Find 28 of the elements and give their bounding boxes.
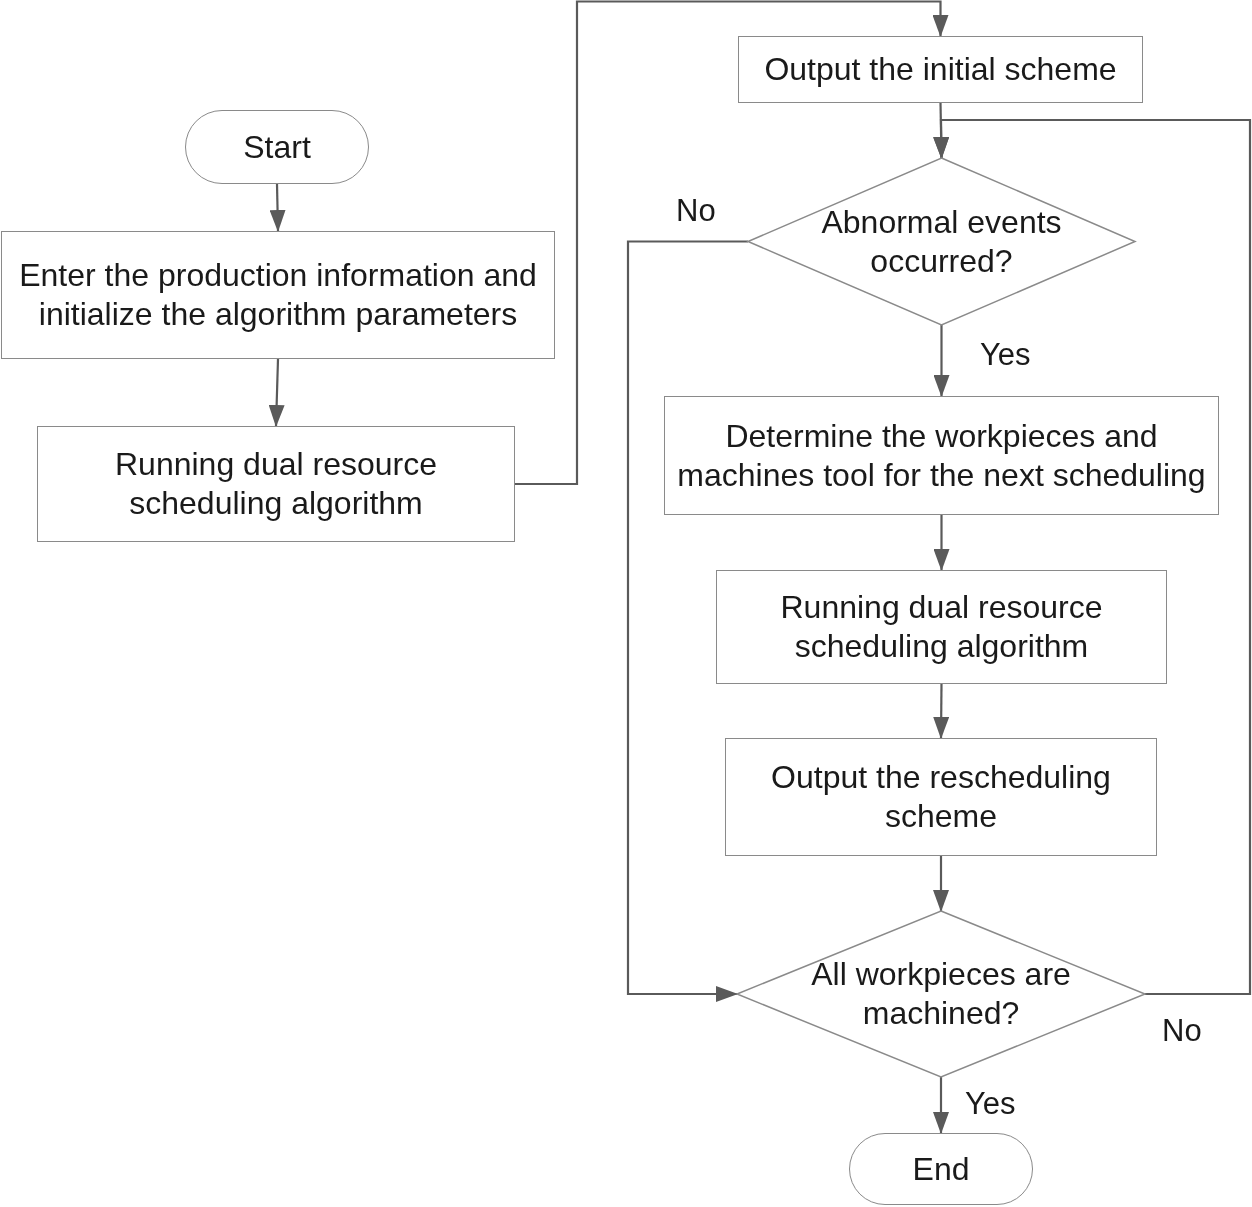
- node-label: Start: [243, 127, 311, 167]
- arrow: [626, 240, 748, 1002]
- process-box: [664, 396, 1219, 515]
- process-box: [738, 36, 1143, 103]
- arrow: [933, 118, 1252, 996]
- process-box: [37, 426, 515, 542]
- arrow: [933, 515, 950, 571]
- node-label: Output the initial scheme: [764, 50, 1117, 89]
- node-label: Running dual resource scheduling algorithm: [779, 588, 1104, 666]
- decision-diamond: [748, 158, 1135, 325]
- node-label: Running dual resource scheduling algorithm: [114, 445, 438, 523]
- node-label: All workpieces are machined?: [810, 955, 1072, 1033]
- arrow: [515, 0, 949, 486]
- decision-diamond: [737, 911, 1145, 1077]
- arrow: [933, 684, 950, 739]
- arrow: [269, 183, 286, 232]
- node-label: Determine the workpieces and machines tool for the next scheduling: [676, 416, 1207, 495]
- arrow: [268, 358, 285, 427]
- process-box: [725, 738, 1157, 856]
- process-box: [1, 231, 555, 359]
- node-label: End: [912, 1149, 970, 1189]
- process-box: [716, 570, 1167, 684]
- node-label: Enter the production information and initialize the algorithm parameters: [18, 256, 538, 334]
- arrow: [933, 856, 949, 912]
- node-label: Abnormal events occurred?: [820, 202, 1063, 281]
- node-label: Output the rescheduling scheme: [770, 758, 1112, 836]
- arrow: [933, 1077, 949, 1134]
- arrow: [933, 325, 950, 397]
